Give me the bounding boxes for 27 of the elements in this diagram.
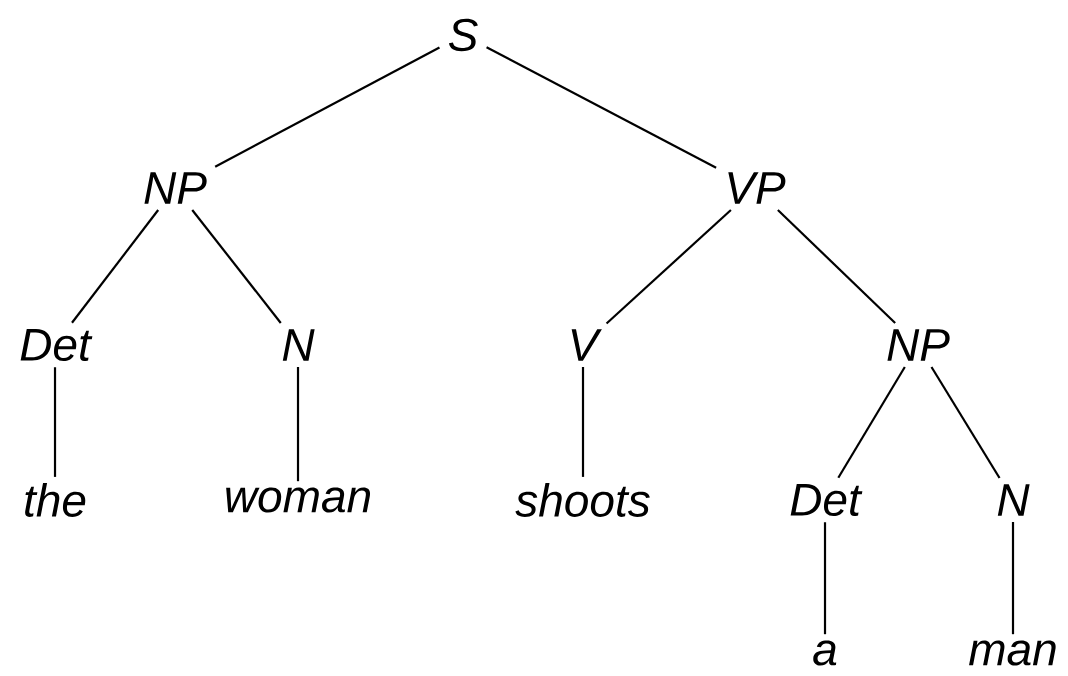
tree-label: Det — [790, 483, 863, 517]
tree-label: man — [969, 640, 1056, 666]
tree-label: N — [997, 484, 1030, 516]
tree-branch — [486, 46, 717, 169]
tree-branch — [1011, 522, 1015, 635]
tree-branch — [605, 209, 732, 325]
tree-label: NP — [144, 172, 207, 204]
tree-label: V — [571, 329, 602, 361]
tree-label: a — [813, 640, 837, 666]
tree-label: shoots — [515, 483, 650, 517]
tree-branch — [214, 46, 440, 168]
tree-label: N — [282, 329, 315, 361]
tree-branch — [191, 209, 282, 324]
tree-branch — [53, 367, 57, 477]
tree-label: NP — [887, 329, 950, 361]
tree-branch — [71, 209, 160, 324]
tree-label: VP — [728, 172, 786, 204]
tree-branch — [296, 367, 300, 482]
tree-label: woman — [226, 487, 371, 513]
tree-branch — [823, 522, 827, 635]
tree-branch — [837, 366, 906, 479]
tree-label: the — [25, 483, 86, 517]
tree-label: Det — [20, 328, 93, 362]
tree-branch — [930, 366, 1001, 479]
tree-branch — [581, 367, 585, 477]
tree-label: S — [448, 18, 478, 52]
tree-branch — [777, 209, 896, 324]
